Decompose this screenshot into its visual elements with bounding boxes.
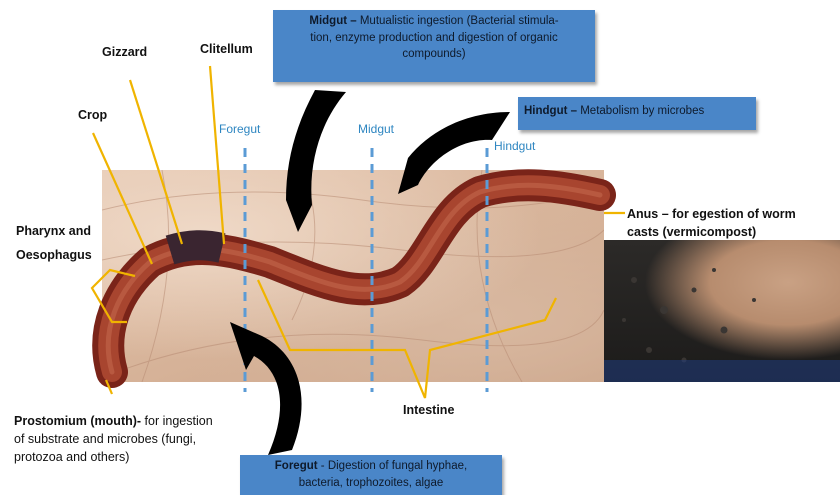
pharynx-line-1: Pharynx and [16,222,92,240]
prostomium-title: Prostomium (mouth)- [14,414,141,428]
intestine-callout [258,280,556,398]
clitellum-callout [210,66,224,244]
label-prostomium: Prostomium (mouth)- for ingestion of sub… [14,412,234,466]
midgut-arrow-icon [286,90,346,232]
gizzard-callout [130,80,182,244]
pharynx-line-2: Oesophagus [16,246,92,264]
hindgut-box-title: Hindgut – [524,105,577,117]
region-label-midgut: Midgut [358,122,394,136]
label-clitellum: Clitellum [200,40,253,58]
anus-line-1: Anus – for egestion of worm [627,205,796,223]
label-intestine: Intestine [403,401,454,419]
region-label-foregut: Foregut [219,122,260,136]
midgut-box-text-1: Mutualistic ingestion (Bacterial stimula… [357,15,559,27]
midgut-box-text-3: compounds) [279,46,589,63]
label-gizzard: Gizzard [102,43,147,61]
foregut-box-text-1: - Digestion of fungal hyphae, [318,460,468,472]
earthworm-body [108,185,600,372]
foregut-info-box: Foregut - Digestion of fungal hyphae, ba… [240,455,502,495]
anus-line-2: casts (vermicompost) [627,223,796,241]
midgut-box-title: Midgut – [309,15,356,27]
region-label-hindgut: Hindgut [494,139,535,153]
prostomium-text-3: protozoa and others) [14,448,234,466]
hindgut-box-text: Metabolism by microbes [577,105,704,117]
hindgut-info-box: Hindgut – Metabolism by microbes [518,97,756,130]
prostomium-text-2: of substrate and microbes (fungi, [14,430,234,448]
crop-callout [93,133,152,264]
label-crop: Crop [78,106,107,124]
foregut-arrow-icon [230,322,302,455]
midgut-info-box: Midgut – Mutualistic ingestion (Bacteria… [273,10,595,82]
midgut-box-text-2: tion, enzyme production and digestion of… [279,30,589,47]
foregut-box-title: Foregut [275,460,318,472]
label-anus: Anus – for egestion of worm casts (vermi… [627,205,796,241]
label-pharynx: Pharynx and Oesophagus [16,222,92,264]
foregut-box-text-2: bacteria, trophozoites, algae [246,475,496,492]
prostomium-text-1: for ingestion [141,414,213,428]
